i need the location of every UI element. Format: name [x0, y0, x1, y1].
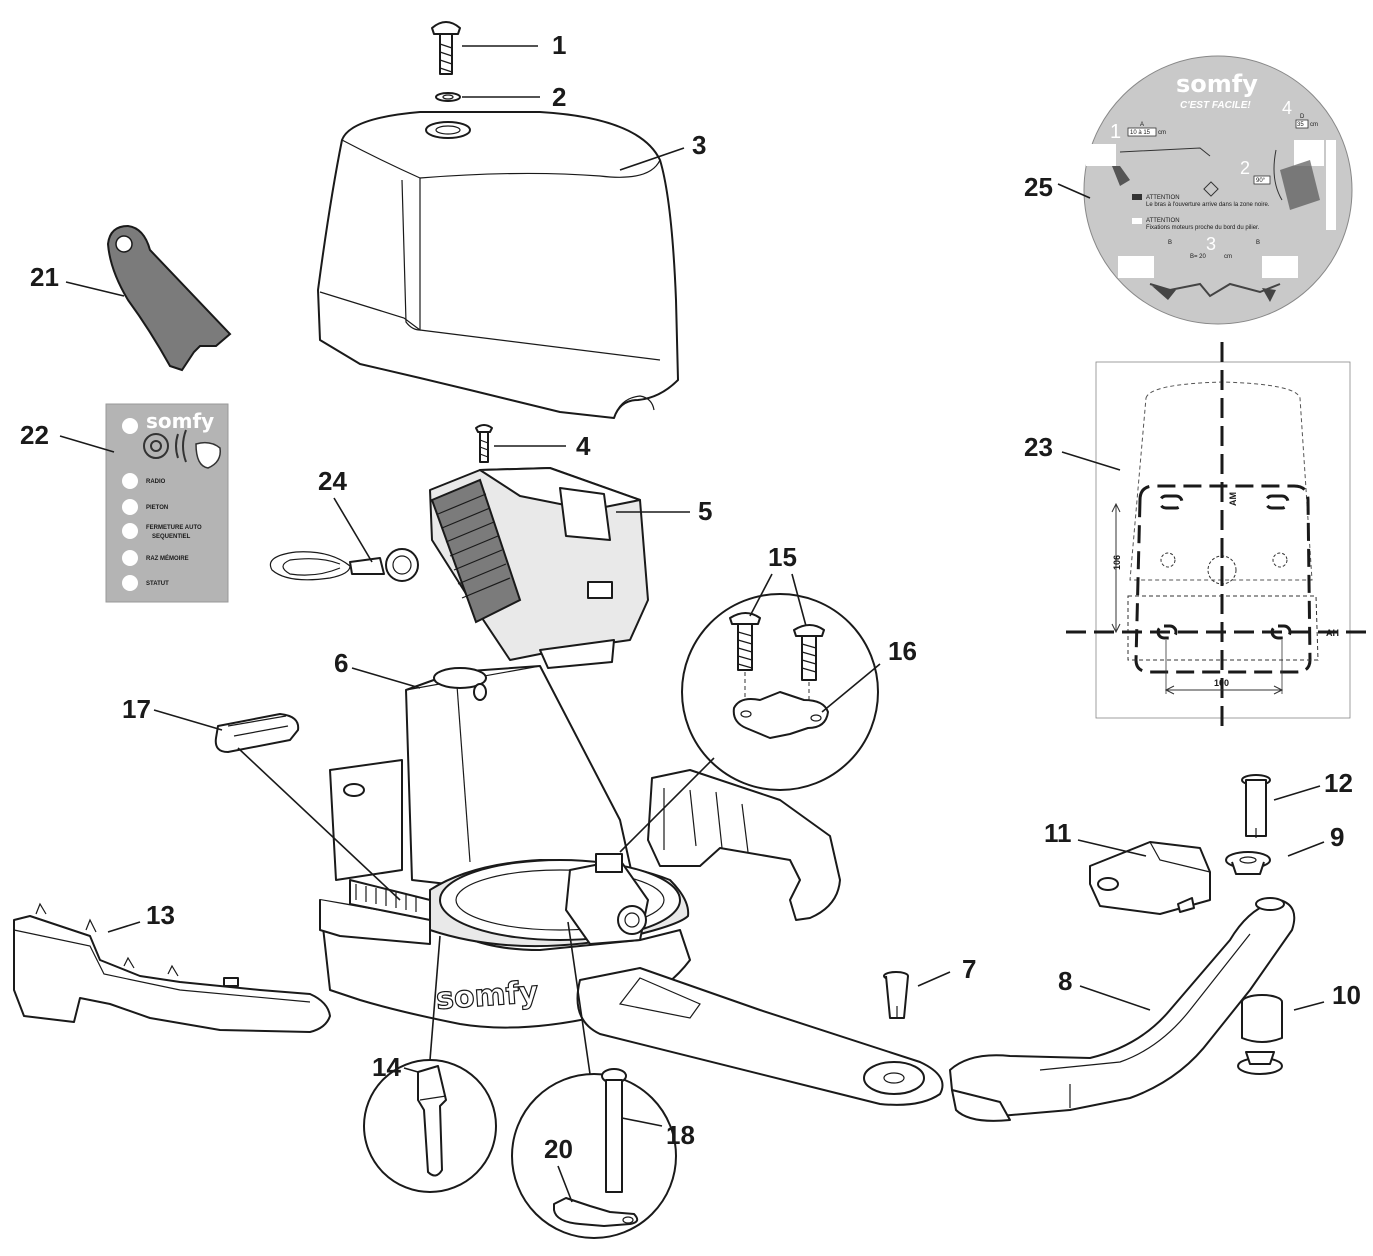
- sticker-brand: somfy: [1176, 70, 1258, 98]
- label-item-raz: RAZ MÉMOIRE: [146, 554, 189, 562]
- part-7-pin: [883, 971, 909, 1019]
- callout-18: 18: [666, 1120, 695, 1150]
- part-8-curved-arm: [949, 897, 1296, 1122]
- template-dim-horizontal: 100: [1214, 678, 1229, 688]
- callout-22: 22: [20, 420, 49, 450]
- sticker-step-3: 3: [1206, 234, 1216, 254]
- callout-24: 24: [318, 466, 347, 496]
- callout-5: 5: [698, 496, 712, 526]
- callout-8: 8: [1058, 966, 1072, 996]
- callout-11: 11: [1044, 818, 1072, 848]
- callout-2: 2: [552, 82, 566, 112]
- callout-13: 13: [146, 900, 175, 930]
- base-brand-text: somfy: [435, 975, 540, 1017]
- label-item-fermeture: FERMETURE AUTO: [146, 525, 202, 531]
- callout-16: 16: [888, 636, 917, 666]
- label-item-statut: STATUT: [146, 581, 169, 587]
- part-22-control-label: somfy RADIO PIETON FERMETURE AUTO SEQUEN…: [105, 403, 229, 603]
- sticker-slogan: C'EST FACILE!: [1180, 100, 1251, 111]
- rear-cover: [647, 769, 841, 921]
- callout-7: 7: [962, 954, 976, 984]
- sticker-step-1: 1: [1110, 121, 1121, 143]
- part-23-drilling-template: 106 100 AM AH: [1066, 342, 1370, 734]
- sticker-dim-b-value: B= 20: [1190, 254, 1207, 260]
- part-21-release-key: [106, 224, 232, 372]
- callout-4: 4: [576, 431, 591, 461]
- terminal-strip: [349, 879, 431, 921]
- template-dim-vertical: 106: [1112, 555, 1122, 570]
- sticker-dim-a: A: [1140, 122, 1144, 128]
- part-3-cover: [317, 111, 679, 419]
- sticker-dim-a-value: 10 à 15: [1130, 130, 1151, 136]
- part-1-cover-screw: [431, 21, 461, 75]
- callout-15: 15: [768, 542, 797, 572]
- sticker-step-4: 4: [1282, 98, 1292, 118]
- label-brand: somfy: [146, 409, 214, 433]
- callout-1: 1: [552, 30, 566, 60]
- sticker-dim-d-value: 35: [1297, 122, 1304, 128]
- detail-14: [363, 935, 497, 1193]
- sticker-dim-d-unit: cm: [1310, 122, 1318, 128]
- callout-21: 21: [30, 262, 59, 292]
- part-11-wall-bracket: [1089, 841, 1211, 915]
- callout-numbers: 1 2 3 4 5 6 7 8 9 10 11 12 13 14 15 16 1…: [20, 30, 1361, 1164]
- sticker-step-2: 2: [1240, 158, 1250, 178]
- callout-25: 25: [1024, 172, 1053, 202]
- part-17-cable-grommet: [214, 713, 401, 901]
- template-axis-am: AM: [1228, 492, 1238, 506]
- leader-lines: [59, 45, 1325, 1203]
- sticker-dim-a-unit: cm: [1158, 130, 1166, 136]
- sticker-note2-text: Fixations moteurs proche du bord du pili…: [1146, 225, 1260, 231]
- terminal-block: [430, 478, 522, 624]
- label-item-radio: RADIO: [146, 479, 166, 485]
- callout-14: 14: [372, 1052, 401, 1082]
- sticker-dim-b-unit: cm: [1224, 254, 1232, 260]
- label-item-sequentiel: SEQUENTIEL: [152, 534, 191, 540]
- sticker-note2-title: ATTENTION: [1146, 218, 1180, 224]
- callout-23: 23: [1024, 432, 1053, 462]
- label-item-pieton: PIETON: [146, 505, 168, 511]
- part-9-bushing: [1225, 851, 1271, 875]
- detail-18-20: [511, 921, 677, 1239]
- part-13-side-cover: [13, 902, 331, 1033]
- part-5-control-board: [429, 467, 649, 669]
- part-10-sleeve: [1237, 994, 1283, 1075]
- part-2-washer: [435, 92, 461, 102]
- callout-17: 17: [122, 694, 151, 724]
- sticker-dim-d: D: [1300, 114, 1305, 120]
- callout-10: 10: [1332, 980, 1361, 1010]
- part-25-instruction-sticker: somfy C'EST FACILE! 1 4 2 3 A 10 à 15 cm…: [1083, 55, 1353, 325]
- callout-6: 6: [334, 648, 348, 678]
- callout-3: 3: [692, 130, 706, 160]
- callout-9: 9: [1330, 822, 1344, 852]
- sticker-angle: 90°: [1256, 178, 1266, 184]
- detail-15-16: [619, 593, 879, 853]
- sticker-note1-text: Le bras à l'ouverture arrive dans la zon…: [1146, 202, 1270, 208]
- callout-12: 12: [1324, 768, 1353, 798]
- sticker-dim-b: B: [1168, 240, 1172, 246]
- part-12-pin: [1241, 774, 1271, 838]
- sticker-note1-title: ATTENTION: [1146, 195, 1180, 201]
- callout-20: 20: [544, 1134, 573, 1164]
- capacitor-and-connectors: [565, 853, 649, 945]
- part-24-release-cord: [269, 548, 419, 582]
- template-axis-ah: AH: [1326, 628, 1339, 638]
- sticker-dim-b2: B: [1256, 240, 1260, 246]
- part-4-screw: [475, 424, 493, 463]
